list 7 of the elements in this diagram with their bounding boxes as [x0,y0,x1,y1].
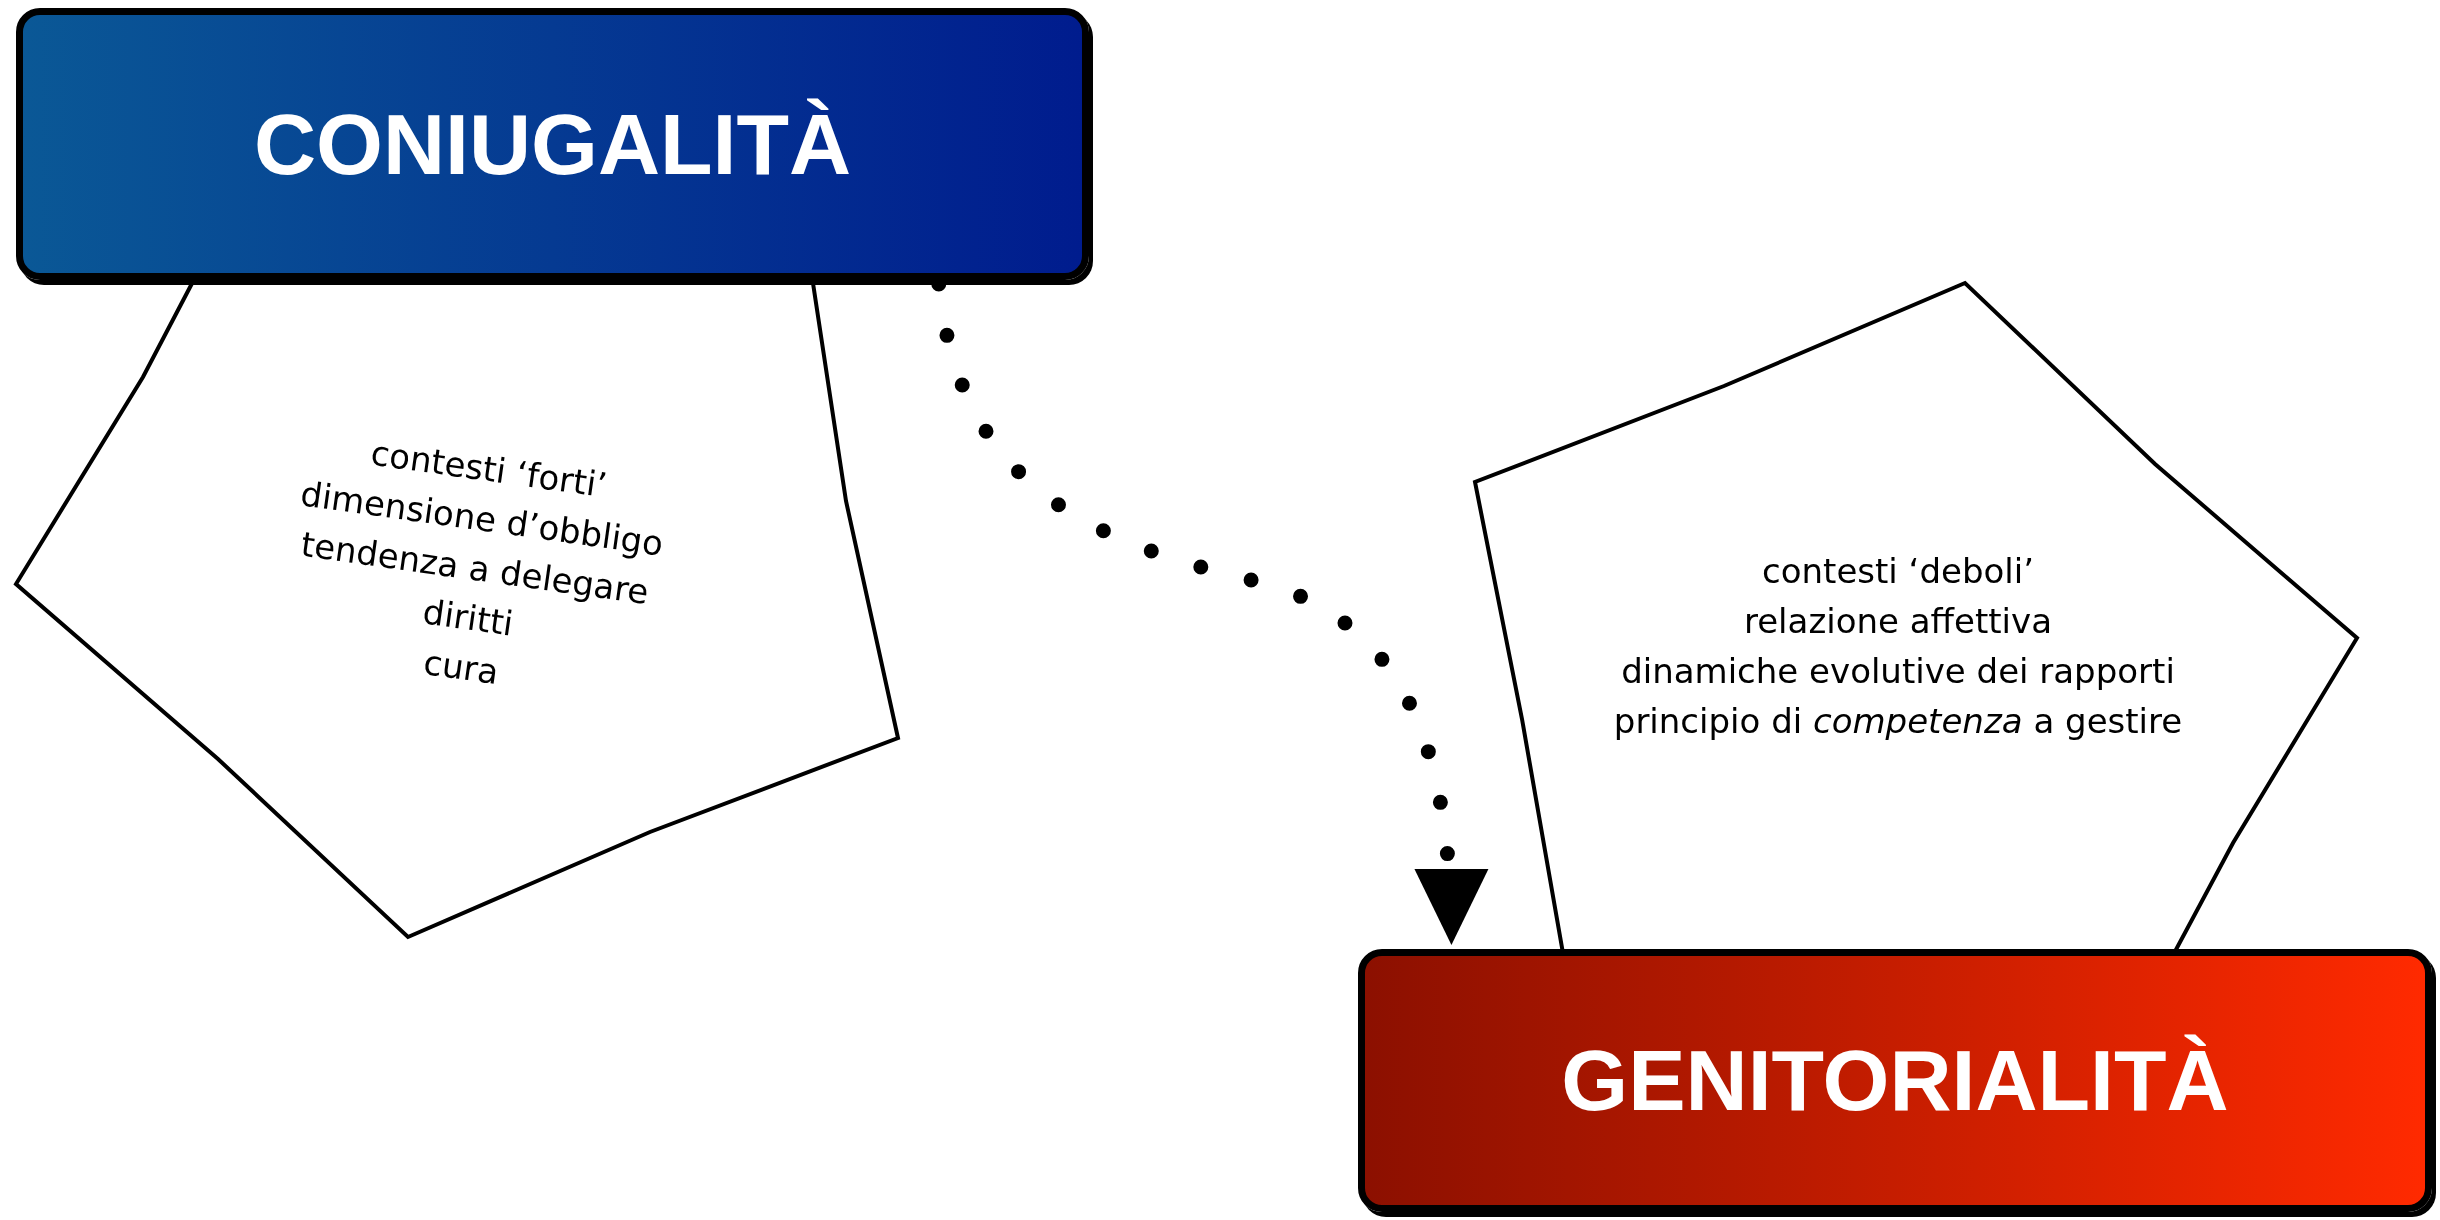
node-text: relazione affettiva [1742,600,2053,643]
title-text: GENITORIALITÀ [1561,1031,2229,1130]
node-text: dinamiche evolutive dei rapporti [1620,650,2176,693]
title-text: CONIUGALITÀ [253,94,852,194]
node-text: principio di competenza a gestire [1613,700,2183,743]
node-text: cura [420,641,502,695]
node-text: contesti ‘deboli’ [1761,550,2035,593]
